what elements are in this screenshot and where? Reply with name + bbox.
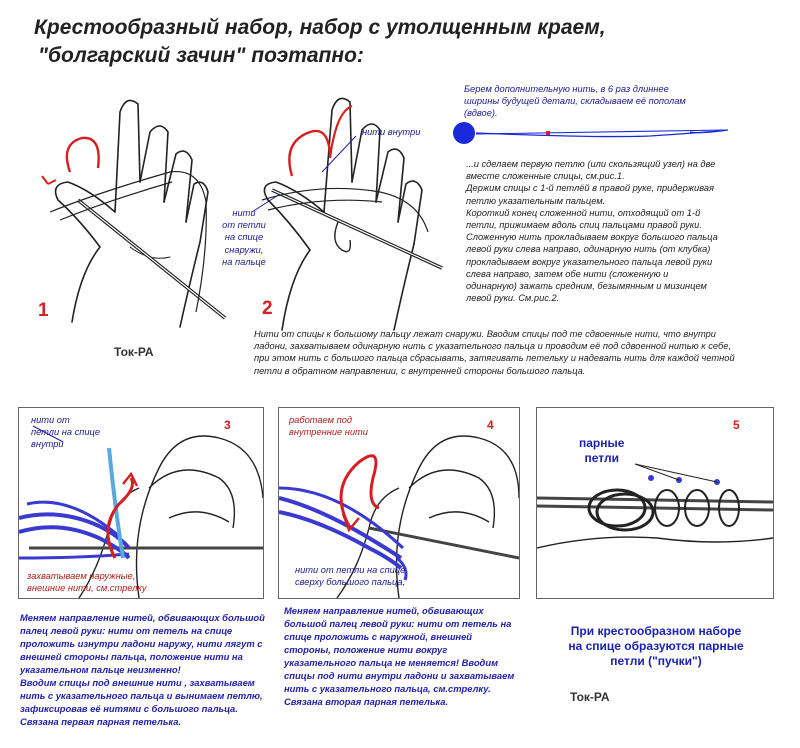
figure-number-2: 2 [262, 298, 273, 319]
steps-line: левой руки. См.рис.2. [466, 293, 560, 304]
watermark-tok-ra-2: Ток-РА [570, 690, 610, 704]
hand-illustration-1 [41, 99, 227, 328]
yarn-diagram [453, 122, 729, 144]
hand-illustration-4 [279, 435, 519, 598]
bottom-column-2: Меняем направление нитей, обвивающих бол… [284, 604, 534, 708]
col1-line: внешней стороны пальца, положение нити н… [20, 651, 243, 662]
panel-3-label-top: нити от петли на спице внутри [31, 415, 101, 450]
middle-line: при этом нить с большого пальца сбрасыва… [254, 353, 735, 364]
steps-line: левой руки слева направо, одинарную нить… [466, 244, 711, 255]
bottom-column-3: При крестообразном наборе на спице образ… [546, 624, 766, 669]
label-threads-inside: нити внутри [362, 127, 421, 137]
title-line-2: "болгарский зачин" поэтапно: [38, 44, 364, 67]
col2-line: указательного пальца не меняется! Вводим [284, 657, 499, 668]
middle-line: ладони, захватываем одинарную нить с ука… [254, 341, 732, 352]
col3-line: на спице образуются парные [568, 639, 744, 653]
col1-line: Связана первая парная петелька. [20, 716, 182, 727]
col2-line: Меняем направление нитей, обвивающих [284, 605, 484, 616]
panel-5-number: 5 [733, 418, 740, 432]
panel-5-label: парные петли [579, 436, 625, 465]
col2-line: спицы под нити внутри ладони и захватыва… [284, 670, 515, 681]
panel-3-label-bottom: захватываем наружные, внешние нити, см.с… [27, 571, 147, 593]
intro-line-2: ширины будущей детали, складываем её поп… [464, 96, 686, 107]
watermark-tok-ra-1: Ток-РА [114, 345, 154, 359]
col2-line: спице проложить с наружной, внешней [284, 631, 473, 642]
col1-line: Меняем направление нитей, обвивающих бол… [20, 612, 265, 623]
col2-line: стороны, положение нити вокруг [284, 644, 448, 655]
panel-3-number: 3 [224, 418, 231, 432]
middle-line: Нити от спицы к большому пальцу лежат сн… [254, 329, 716, 339]
panel-4-number: 4 [487, 418, 494, 432]
steps-line: прокладываем вокруг указательного пальца… [466, 256, 713, 267]
col3-line: При крестообразном наборе [570, 624, 742, 638]
title-line-1: Крестообразный набор, набор с утолщенным… [34, 16, 606, 39]
hand-illustration-2 [251, 97, 443, 331]
middle-line: петли в обратном направлении, с внутренн… [254, 365, 586, 376]
middle-paragraph: Нити от спицы к большому пальцу лежат сн… [254, 328, 794, 377]
steps-line: слева направо, затем обе нити (сложенную… [466, 268, 669, 279]
panel-4: работаем под внутренние нити 4 нити от п… [278, 407, 520, 599]
bottom-column-1: Меняем направление нитей, обвивающих бол… [20, 611, 290, 728]
figure-2: нити внутри нити от петли на спице снару… [222, 72, 457, 337]
steps-line: Сложенную нить прокладываем вокруг больш… [466, 232, 718, 243]
label-threads-outside: нити от петли на спице снаружи, на пальц… [222, 208, 266, 267]
panel-4-label-bottom: нити от петли на спице сверху большого п… [295, 565, 406, 588]
col1-line: проложить изнутри ладони наружу, нити ля… [20, 638, 263, 649]
col1-line: указательном пальце неизменно! [20, 664, 181, 675]
steps-line: одинарную) зажать средним, безымянным и … [466, 281, 707, 292]
col1-line: нить с указательного пальца и вынимаем п… [20, 690, 263, 701]
steps-line: Держим спицы с 1-й петлёй в правой руке,… [466, 183, 715, 194]
col2-line: нить с указательного пальца, см.стрелку. [284, 683, 491, 694]
steps-line: вместе сложенные спицы, см.рис.1. [466, 171, 625, 182]
col3-line: петли ("пучки") [610, 654, 702, 668]
steps-line: ...и сделаем первую петлю (или скользящи… [466, 159, 716, 169]
col1-line: Вводим спицы под внешние нити , захватыв… [20, 677, 255, 688]
figure-number-1: 1 [38, 300, 49, 321]
needle-loops-illustration [537, 463, 773, 549]
page-title: Крестообразный набор, набор с утолщенным… [34, 14, 606, 70]
intro-text: Берем дополнительную нить, в 6 раз длинн… [464, 83, 794, 120]
panel-4-label-top: работаем под внутренние нити [289, 415, 368, 437]
steps-line: Короткий конец сложенной нити, отходящий… [466, 207, 701, 218]
steps-text: ...и сделаем первую петлю (или скользящи… [466, 158, 796, 304]
steps-line: петлю указательным пальцем. [466, 195, 606, 206]
intro-line-1: Берем дополнительную нить, в 6 раз длинн… [464, 84, 669, 94]
panel-5: 5 парные петли [536, 407, 774, 599]
intro-line-3: (вдвое). [464, 108, 498, 119]
panel-3: нити от петли на спице внутри 3 захватыв… [18, 407, 264, 599]
steps-line: петли, прижимаем вдоль спиц пальцами пра… [466, 220, 702, 231]
col1-line: палец левой руки: нити от петель на спиц… [20, 625, 233, 636]
col2-line: Связана вторая парная петелька. [284, 696, 449, 707]
figure-1: 1 [20, 72, 230, 332]
col1-line: зафиксировав её нитями с большого пальца… [20, 703, 238, 714]
hand-illustration-3 [19, 425, 263, 598]
col2-line: большой палец левой руки: нити от петель… [284, 618, 512, 629]
